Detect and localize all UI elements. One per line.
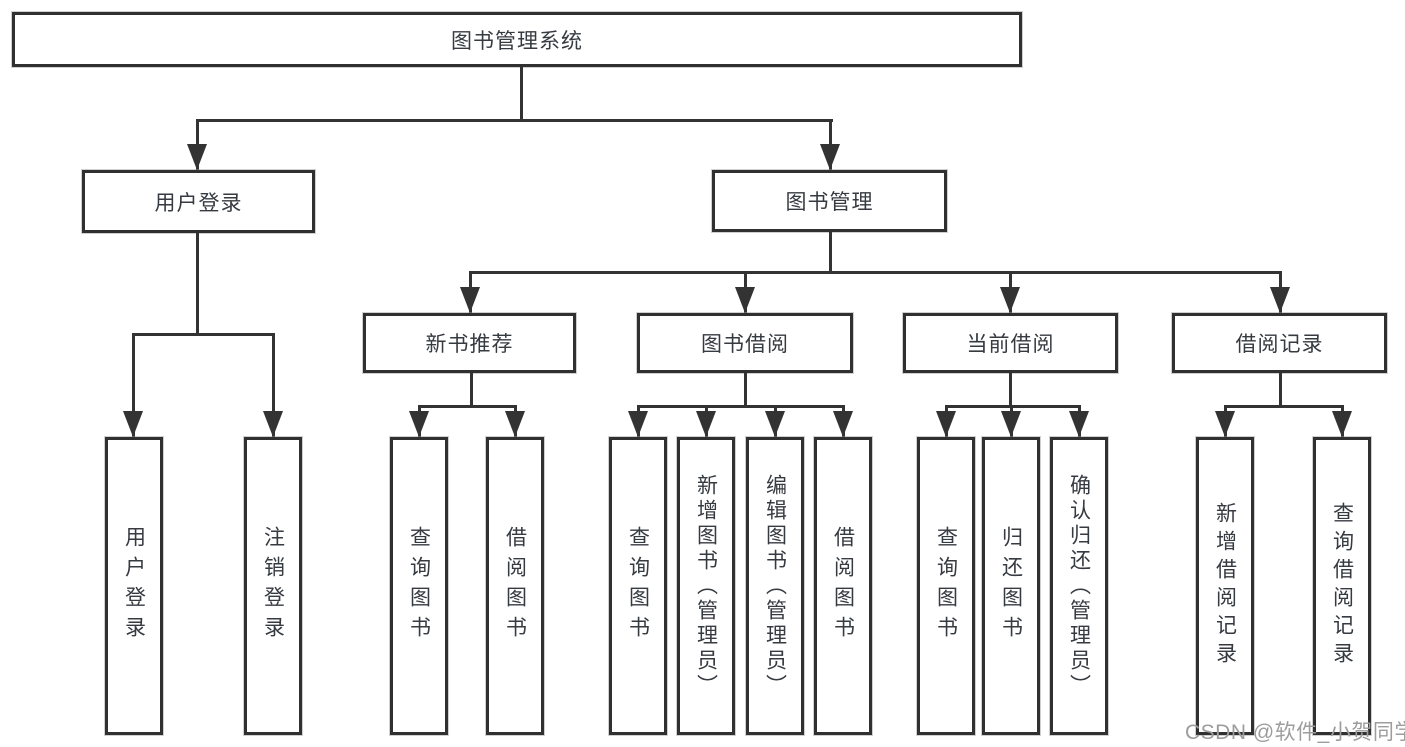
node-borrow-books-1: 借阅图书 (486, 437, 544, 735)
arrow-down-icon (1001, 411, 1021, 437)
node-query-books-3: 查询图书 (917, 437, 975, 735)
arrow-down-icon (936, 411, 956, 437)
connector-sec0-stem (470, 373, 473, 407)
node-user-login: 用户登录 (82, 170, 315, 233)
node-query-books-1: 查询图书 (390, 437, 448, 735)
node-label: 编辑图书（管理员） (763, 473, 787, 699)
arrow-down-icon (460, 287, 480, 313)
connector-sec3-split (1224, 405, 1344, 408)
node-label: 注销登录 (261, 526, 285, 646)
node-book-borrowing: 图书借阅 (637, 313, 853, 373)
arrow-down-icon (505, 411, 525, 437)
node-label: 图书管理 (785, 191, 874, 214)
node-user-login-leaf: 用户登录 (105, 437, 163, 735)
connector-login-stem (196, 233, 199, 334)
arrow-down-icon (1069, 411, 1089, 437)
arrow-down-icon (820, 144, 840, 170)
node-label: 查询图书 (626, 526, 650, 646)
node-query-books-2: 查询图书 (609, 437, 667, 735)
node-logout: 注销登录 (244, 437, 302, 735)
node-query-borrow-record: 查询借阅记录 (1313, 437, 1371, 735)
connector-mgmt-split (469, 271, 1282, 274)
node-label: 新增图书（管理员） (694, 473, 718, 699)
node-add-books-admin: 新增图书（管理员） (677, 437, 735, 735)
arrow-down-icon (409, 411, 429, 437)
node-return-books: 归还图书 (982, 437, 1040, 735)
node-label: 用户登录 (122, 526, 146, 646)
node-label: 图书管理系统 (451, 29, 583, 53)
node-label: 归还图书 (999, 526, 1023, 646)
arrow-down-icon (1215, 411, 1235, 437)
arrow-down-icon (1000, 287, 1020, 313)
connector-sec2-stem (1009, 373, 1012, 407)
connector-drop-login (132, 333, 135, 437)
node-label: 新书推荐 (425, 333, 514, 356)
node-label: 借阅图书 (503, 526, 527, 646)
node-edit-books-admin: 编辑图书（管理员） (746, 437, 804, 735)
connector-drop-logout (272, 333, 275, 437)
arrow-down-icon (1332, 411, 1352, 437)
arrow-down-icon (263, 411, 283, 437)
node-label: 用户登录 (154, 191, 243, 215)
arrow-down-icon (735, 287, 755, 313)
arrow-down-icon (1270, 287, 1290, 313)
node-label: 图书借阅 (701, 333, 789, 356)
connector-sec1-stem (744, 373, 747, 407)
arrow-down-icon (123, 411, 143, 437)
node-label: 查询借阅记录 (1330, 502, 1354, 670)
connector-mgmt-stem (829, 232, 832, 274)
node-label: 确认归还（管理员） (1067, 473, 1091, 699)
arrow-down-icon (765, 411, 785, 437)
node-confirm-return-admin: 确认归还（管理员） (1050, 437, 1108, 735)
connector-sec3-stem (1279, 373, 1282, 407)
node-add-borrow-record: 新增借阅记录 (1196, 437, 1254, 735)
connector-root-stem (520, 67, 523, 120)
connector-root-split (196, 119, 833, 122)
arrow-down-icon (833, 411, 853, 437)
node-label: 借阅图书 (831, 526, 855, 646)
node-new-book-recommend: 新书推荐 (363, 313, 576, 373)
arrow-down-icon (187, 144, 207, 170)
node-borrow-books-2: 借阅图书 (814, 437, 872, 735)
connector-login-split (132, 333, 275, 336)
node-label: 新增借阅记录 (1213, 502, 1237, 670)
node-borrowing-records: 借阅记录 (1172, 313, 1387, 373)
arrow-down-icon (696, 411, 716, 437)
node-current-borrowing: 当前借阅 (903, 313, 1118, 373)
node-book-management: 图书管理 (712, 170, 947, 232)
connector-sec0-split (418, 405, 517, 408)
connector-sec1-split (637, 405, 845, 408)
node-label: 查询图书 (934, 526, 958, 646)
csdn-watermark: CSDN @软件_小贺同学 (1185, 721, 1405, 744)
node-label: 借阅记录 (1235, 333, 1324, 356)
node-label: 当前借阅 (966, 333, 1055, 356)
node-label: 查询图书 (407, 526, 431, 646)
arrow-down-icon (628, 411, 648, 437)
node-root-system: 图书管理系统 (12, 12, 1022, 67)
